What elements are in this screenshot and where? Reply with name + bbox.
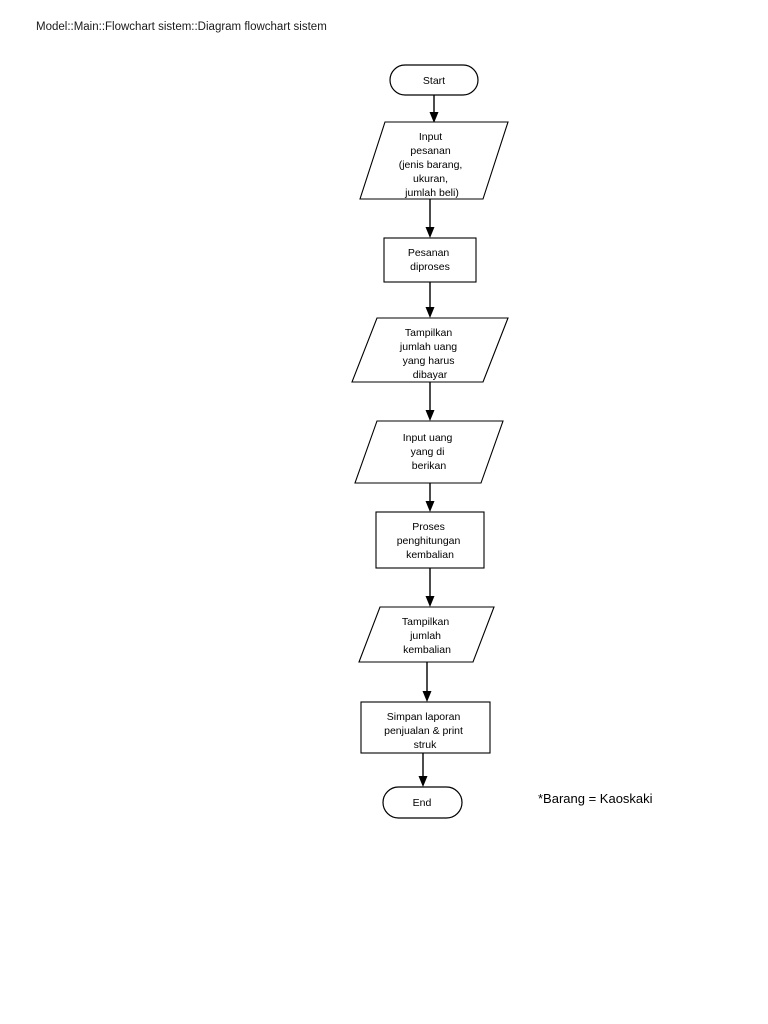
node-input-pesanan[interactable]: Input pesanan (jenis barang, ukuran, jum…	[359, 121, 509, 200]
node-input-uang-line-1: yang di	[411, 446, 445, 458]
connector-simpan-laporan-to-end	[418, 753, 428, 787]
node-pesanan-diproses[interactable]: Pesanan diproses	[383, 237, 477, 283]
node-proses-penghitungan-line-2: kembalian	[406, 549, 454, 561]
node-tampilkan-kembalian-line-0: Tampilkan	[402, 616, 449, 628]
connector-input-uang-to-proses-penghitungan	[425, 483, 435, 512]
node-input-pesanan-shape[interactable]	[359, 121, 509, 200]
connector-proses-penghitungan-to-tampilkan-kembalian	[425, 568, 435, 607]
node-input-uang-line-0: Input uang	[403, 432, 453, 444]
connector-tampilkan-kembalian-to-simpan-laporan	[422, 662, 432, 702]
node-input-pesanan-line-1: pesanan	[410, 145, 450, 157]
arrowhead-icon	[425, 501, 435, 512]
arrowhead-icon	[425, 410, 435, 421]
node-input-pesanan-line-2: (jenis barang,	[399, 159, 463, 171]
node-input-pesanan-line-3: ukuran,	[413, 173, 448, 185]
node-input-uang-shape[interactable]	[354, 420, 504, 484]
arrowhead-icon	[425, 596, 435, 607]
node-start-line-0: Start	[423, 75, 445, 87]
node-simpan-laporan-shape[interactable]	[360, 701, 491, 754]
node-proses-penghitungan-line-0: Proses	[412, 521, 445, 533]
svg-text:Pesanan diproses: Pesanan diproses	[408, 247, 452, 273]
node-simpan-laporan-line-1: penjualan & print	[384, 725, 463, 737]
connector-tampilkan-jumlah-uang-to-input-uang	[425, 381, 435, 421]
svg-text:Proses penghitungan: Proses penghitungan kembalian	[397, 521, 464, 561]
node-proses-penghitungan-line-1: penghitungan	[397, 535, 461, 547]
page-title: Model::Main::Flowchart sistem::Diagram f…	[36, 21, 327, 33]
node-pesanan-diproses-shape[interactable]	[383, 237, 477, 283]
node-tampilkan-jumlah-uang-line-3: dibayar	[413, 369, 448, 381]
node-start[interactable]: Start	[389, 64, 479, 96]
svg-text:Simpan laporan penjualan: Simpan laporan penjualan & print struk	[384, 711, 466, 751]
arrowhead-icon	[422, 691, 432, 702]
node-tampilkan-jumlah-uang-shape[interactable]	[351, 317, 509, 383]
node-input-pesanan-line-0: Input	[419, 131, 442, 143]
node-proses-penghitungan-shape[interactable]	[375, 511, 485, 569]
node-end[interactable]: End	[382, 786, 463, 819]
arrowhead-icon	[425, 307, 435, 318]
node-start-shape[interactable]	[389, 64, 479, 96]
node-end-line-0: End	[413, 797, 432, 809]
svg-text:Tampilkan jumlah uang: Tampilkan jumlah uang yang harus dibayar	[399, 327, 460, 381]
node-tampilkan-jumlah-uang-line-2: yang harus	[403, 355, 455, 367]
node-proses-penghitungan[interactable]: Proses penghitungan kembalian	[375, 511, 485, 569]
node-input-pesanan-line-4: jumlah beli)	[404, 187, 459, 199]
node-tampilkan-jumlah-uang-line-1: jumlah uang	[399, 341, 457, 353]
node-pesanan-diproses-line-1: diproses	[410, 261, 450, 273]
svg-text:End: End	[413, 797, 432, 809]
svg-text:Input uang yang di: Input uang yang di berikan	[403, 432, 456, 472]
connector-start-to-input-pesanan	[429, 95, 439, 123]
node-tampilkan-kembalian-shape[interactable]	[358, 606, 495, 663]
node-tampilkan-kembalian[interactable]: Tampilkan jumlah kembalian	[358, 606, 495, 663]
legend-note: *Barang = Kaoskaki	[538, 791, 653, 806]
arrowhead-icon	[418, 776, 428, 787]
connector-input-pesanan-to-pesanan-diproses	[425, 199, 435, 238]
svg-text:Input pesanan (jen: Input pesanan (jenis barang, ukuran, jum…	[399, 131, 466, 199]
node-pesanan-diproses-line-0: Pesanan	[408, 247, 450, 259]
node-tampilkan-jumlah-uang-line-0: Tampilkan	[405, 327, 452, 339]
node-tampilkan-jumlah-uang[interactable]: Tampilkan jumlah uang yang harus dibayar	[351, 317, 509, 383]
svg-text:Start: Start	[423, 75, 445, 87]
node-end-shape[interactable]	[382, 786, 463, 819]
connector-pesanan-diproses-to-tampilkan-jumlah-uang	[425, 282, 435, 318]
node-simpan-laporan[interactable]: Simpan laporan penjualan & print struk	[360, 701, 491, 754]
node-input-uang-line-2: berikan	[412, 460, 447, 472]
node-simpan-laporan-line-2: struk	[414, 739, 438, 751]
arrowhead-icon	[429, 112, 439, 123]
node-input-uang[interactable]: Input uang yang di berikan	[354, 420, 504, 484]
node-simpan-laporan-line-0: Simpan laporan	[387, 711, 461, 723]
node-tampilkan-kembalian-line-2: kembalian	[403, 644, 451, 656]
arrowhead-icon	[425, 227, 435, 238]
node-tampilkan-kembalian-line-1: jumlah	[409, 630, 441, 642]
svg-text:Tampilkan jumlah k: Tampilkan jumlah kembalian	[402, 616, 452, 656]
